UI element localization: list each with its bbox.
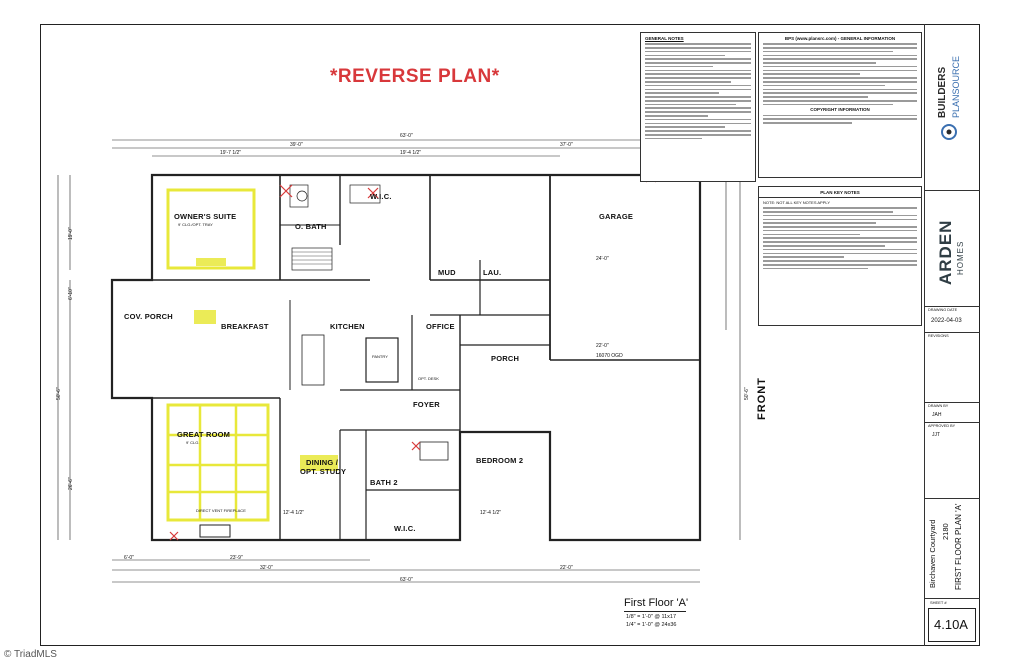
dim-left-a: 50'-6" <box>56 387 62 400</box>
room-office: OFFICE <box>426 322 455 331</box>
room-great-room: GREAT ROOM <box>177 430 231 439</box>
sheet-number-box <box>928 608 976 642</box>
sheet-label: SHEET # <box>930 600 947 605</box>
sheet-number: 4.10A <box>934 617 968 632</box>
reverse-plan-label: *REVERSE PLAN* <box>330 66 500 87</box>
room-opt-desk: OPT. DESK <box>418 376 439 381</box>
sheet-number-cell <box>924 598 980 646</box>
dim-garage-width: 24'-0" <box>596 256 609 262</box>
room-owners-suite: OWNER'S SUITE <box>174 212 237 221</box>
dim-left-d: 26'-6" <box>68 477 74 490</box>
sheet-title: FIRST FLOOR PLAN 'A' <box>954 503 963 590</box>
drawn-by-value: JAH <box>932 412 942 418</box>
room-o-bath: O. BATH <box>295 222 327 231</box>
great-room-ceiling: 9' CLG. <box>186 440 200 445</box>
room-garage: GARAGE <box>599 212 634 221</box>
dim-bot-d: 6'-0" <box>124 555 134 561</box>
room-dining-study: OPT. STUDY <box>300 467 347 476</box>
plansource-brand: PLANSOURCE <box>951 55 961 118</box>
arden-cell <box>924 190 980 300</box>
dim-22: 22'-0" <box>596 343 609 349</box>
dim-bot-b: 22'-0" <box>560 565 573 571</box>
room-mud: MUD <box>438 268 456 277</box>
dim-bedroom-width: 12'-4 1/2" <box>480 510 502 516</box>
key-notes-subtitle: NOTE: NOT ALL KEY NOTES APPLY <box>763 200 830 205</box>
copyright-title: COPYRIGHT INFORMATION <box>810 107 870 113</box>
scale-11x17: 1/8" = 1'-0" @ 11x17 <box>626 614 677 620</box>
plan-key-notes-box: PLAN KEY NOTES NOTE: NOT ALL KEY NOTES A… <box>758 186 922 326</box>
general-notes-box: GENERAL NOTES <box>640 32 756 182</box>
general-notes-title: GENERAL NOTES <box>645 36 684 41</box>
front-label: FRONT <box>756 377 768 420</box>
dim-top-d: 19'-4 1/2" <box>400 150 422 156</box>
dim-top-b: 37'-0" <box>560 142 573 148</box>
bps-info-box: BPS (www.plansrc.com) - GENERAL INFORMAT… <box>758 32 922 178</box>
community-name: Birchaven Courtyard <box>928 519 937 588</box>
scale-24x36: 1/4" = 1'-0" @ 24x36 <box>626 622 677 628</box>
dim-left-b: 19'-0" <box>68 227 74 240</box>
room-bedroom-2: BEDROOM 2 <box>476 456 524 465</box>
drawn-cell <box>924 402 980 422</box>
plan-number: 2180 <box>941 523 950 540</box>
room-wic-top: W.I.C. <box>370 192 392 201</box>
room-breakfast: BREAKFAST <box>221 322 269 331</box>
room-owners-suite-ceiling: 9' CLG./OPT. TRAY <box>178 222 213 227</box>
room-dining: DINING / <box>306 458 339 467</box>
dim-bot-c: 23'-9" <box>230 555 243 561</box>
date-cell <box>924 306 980 332</box>
fireplace-label: DIRECT VENT FIREPLACE <box>196 508 246 513</box>
bps-logo-icon <box>939 122 959 142</box>
room-kitchen: KITCHEN <box>330 322 365 331</box>
dim-great-room-width: 12'-4 1/2" <box>283 510 305 516</box>
triadmls-watermark: © TriadMLS <box>4 649 57 660</box>
date-label: DRAWING DATE <box>928 308 958 312</box>
key-notes-title: PLAN KEY NOTES <box>759 187 921 198</box>
room-laundry: LAU. <box>483 268 502 277</box>
dim-bot-a: 32'-0" <box>260 565 273 571</box>
dim-overall-top: 63'-0" <box>400 133 413 139</box>
floor-plan-drawing <box>57 139 741 583</box>
dim-top-a: 39'-0" <box>290 142 303 148</box>
builders-brand: BUILDERS <box>937 66 948 118</box>
room-foyer: FOYER <box>413 400 440 409</box>
arden-homes-label: HOMES <box>956 240 965 275</box>
approved-by-label: APPROVED BY <box>928 424 956 428</box>
drawn-by-label: DRAWN BY <box>928 404 949 408</box>
drawing-date: 2022-04-03 <box>931 318 962 324</box>
room-cov-porch: COV. PORCH <box>124 312 173 321</box>
room-bath-2: BATH 2 <box>370 478 398 487</box>
community-cell <box>924 498 980 594</box>
dim-top-c: 19'-7 1/2" <box>220 150 242 156</box>
drawing-sheet <box>40 24 980 646</box>
dim-garage-door: 16070 OGD <box>596 353 623 359</box>
floor-title-underline <box>624 611 686 612</box>
room-porch: PORCH <box>491 354 520 363</box>
room-wic-bottom: W.I.C. <box>394 524 416 533</box>
dim-left-c: 6'-10" <box>68 287 74 300</box>
title-block-border <box>924 24 980 646</box>
floor-title: First Floor 'A' <box>624 597 689 609</box>
approved-by-value: JJT <box>932 432 941 438</box>
dim-overall-bottom: 63'-0" <box>400 577 413 583</box>
bps-info-title: BPS (www.plansrc.com) - GENERAL INFORMAT… <box>784 36 896 41</box>
dim-right-a: 50'-6" <box>744 387 750 400</box>
revisions-cell <box>924 332 980 402</box>
arden-logo: ARDEN <box>936 219 955 285</box>
room-pantry: PANTRY <box>372 354 388 359</box>
revisions-label: REVISIONS <box>928 334 949 338</box>
approved-cell <box>924 422 980 442</box>
